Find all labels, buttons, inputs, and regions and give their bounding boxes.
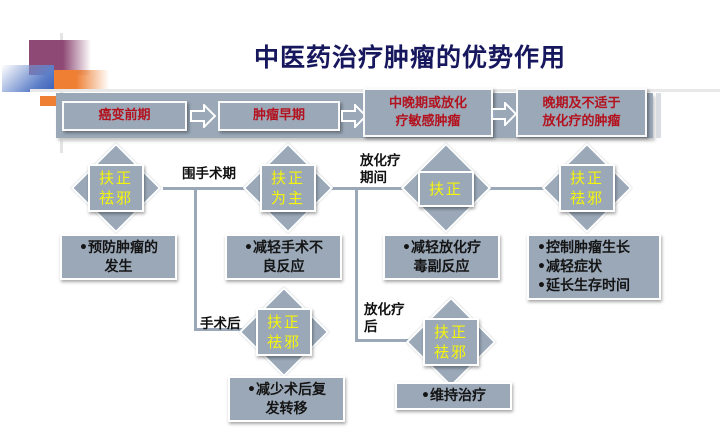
benefit-text: 毒副反应 [413,259,470,275]
label-line: 后 [364,319,378,335]
benefit-late: •控制肿瘤生长 •减轻症状 •延长生存时间 [527,234,661,300]
benefit-text: •减轻放化疗 [402,240,481,256]
benefit-postop: •减少术后复 发转移 [228,376,345,422]
node-text: 为主 [270,189,305,207]
phase-precancer: 癌变前期 [62,101,187,131]
benefit-text: •维持治疗 [421,388,486,404]
phase-label: 中晚期或放化 [388,95,467,111]
phase-mid-late: 中晚期或放化 疗敏感肿瘤 [363,88,493,137]
phase-label: 肿瘤早期 [252,108,305,123]
benefit-text: 良反应 [262,259,305,275]
benefit-text: •预防肿瘤的 [79,240,158,256]
decorative-orange-block [54,70,109,92]
benefit-text: •延长生存时间 [537,278,630,294]
page-title: 中医药治疗肿瘤的优势作用 [253,43,566,72]
benefit-precancer: •预防肿瘤的 发生 [60,234,177,280]
node-late: 扶正 祛邪 [541,142,633,234]
node-box: 扶正 祛邪 [423,318,479,366]
label-chemo-period: 放化疗 期间 [360,153,401,187]
node-box: 扶正 祛邪 [88,164,144,212]
node-text: 祛邪 [266,333,301,351]
phase-early: 肿瘤早期 [218,101,340,131]
node-chemo: 扶正 [400,142,492,234]
arrow-right-icon [190,104,216,128]
benefit-text: •减轻手术不 [244,240,323,256]
phase-band-edge [656,93,661,138]
node-text: 扶正 [270,169,305,187]
label-post-chemo: 放化疗 后 [364,302,405,336]
label-line: 期间 [360,170,387,186]
benefit-text: •减少术后复 [247,382,326,398]
benefit-text: 发转移 [265,401,308,417]
node-box: 扶正 祛邪 [559,164,615,212]
connector-postop-horizontal [194,328,254,331]
node-post-chemo: 扶正 祛邪 [405,296,497,388]
node-text: 扶正 [569,169,604,187]
phase-label: 晚期及不适于 [542,95,621,111]
benefit-post-chemo: •维持治疗 [395,382,512,410]
node-text: 祛邪 [98,189,133,207]
connector-postop-vertical [194,190,197,330]
benefit-chemo: •减轻放化疗 毒副反应 [383,234,500,280]
benefit-early: •减轻手术不 良反应 [225,234,342,280]
node-text: 祛邪 [569,189,604,207]
phase-label: 疗敏感肿瘤 [395,113,461,129]
arrow-right-icon [491,102,517,126]
arrow-right-icon [341,104,367,128]
node-box: 扶正 [418,171,474,207]
label-perioperative: 围手术期 [182,166,236,182]
phase-late: 晚期及不适于 放化疗的肿瘤 [516,88,647,137]
node-text: 扶正 [428,180,463,198]
benefit-text: •控制肿瘤生长 [537,240,630,256]
connector-postchemo-vertical [355,190,358,340]
node-text: 扶正 [98,169,133,187]
benefit-text: 发生 [104,259,133,275]
connector-main [163,187,558,190]
node-postop: 扶正 祛邪 [238,286,330,378]
decorative-orange-square [40,96,57,106]
node-text: 扶正 [266,313,301,331]
benefit-text: •减轻症状 [537,259,602,275]
node-text: 扶正 [433,323,468,341]
phase-label: 癌变前期 [98,108,151,123]
node-precancer: 扶正 祛邪 [70,142,162,234]
decorative-blue-block [2,65,54,92]
node-early: 扶正 为主 [242,142,334,234]
node-box: 扶正 为主 [260,164,316,212]
connector-postchemo-horizontal [355,339,410,342]
label-line: 放化疗 [360,153,401,169]
node-text: 祛邪 [433,343,468,361]
label-postop: 手术后 [200,316,241,332]
phase-label: 放化疗的肿瘤 [542,113,621,129]
label-line: 放化疗 [364,302,405,318]
node-box: 扶正 祛邪 [256,308,312,356]
